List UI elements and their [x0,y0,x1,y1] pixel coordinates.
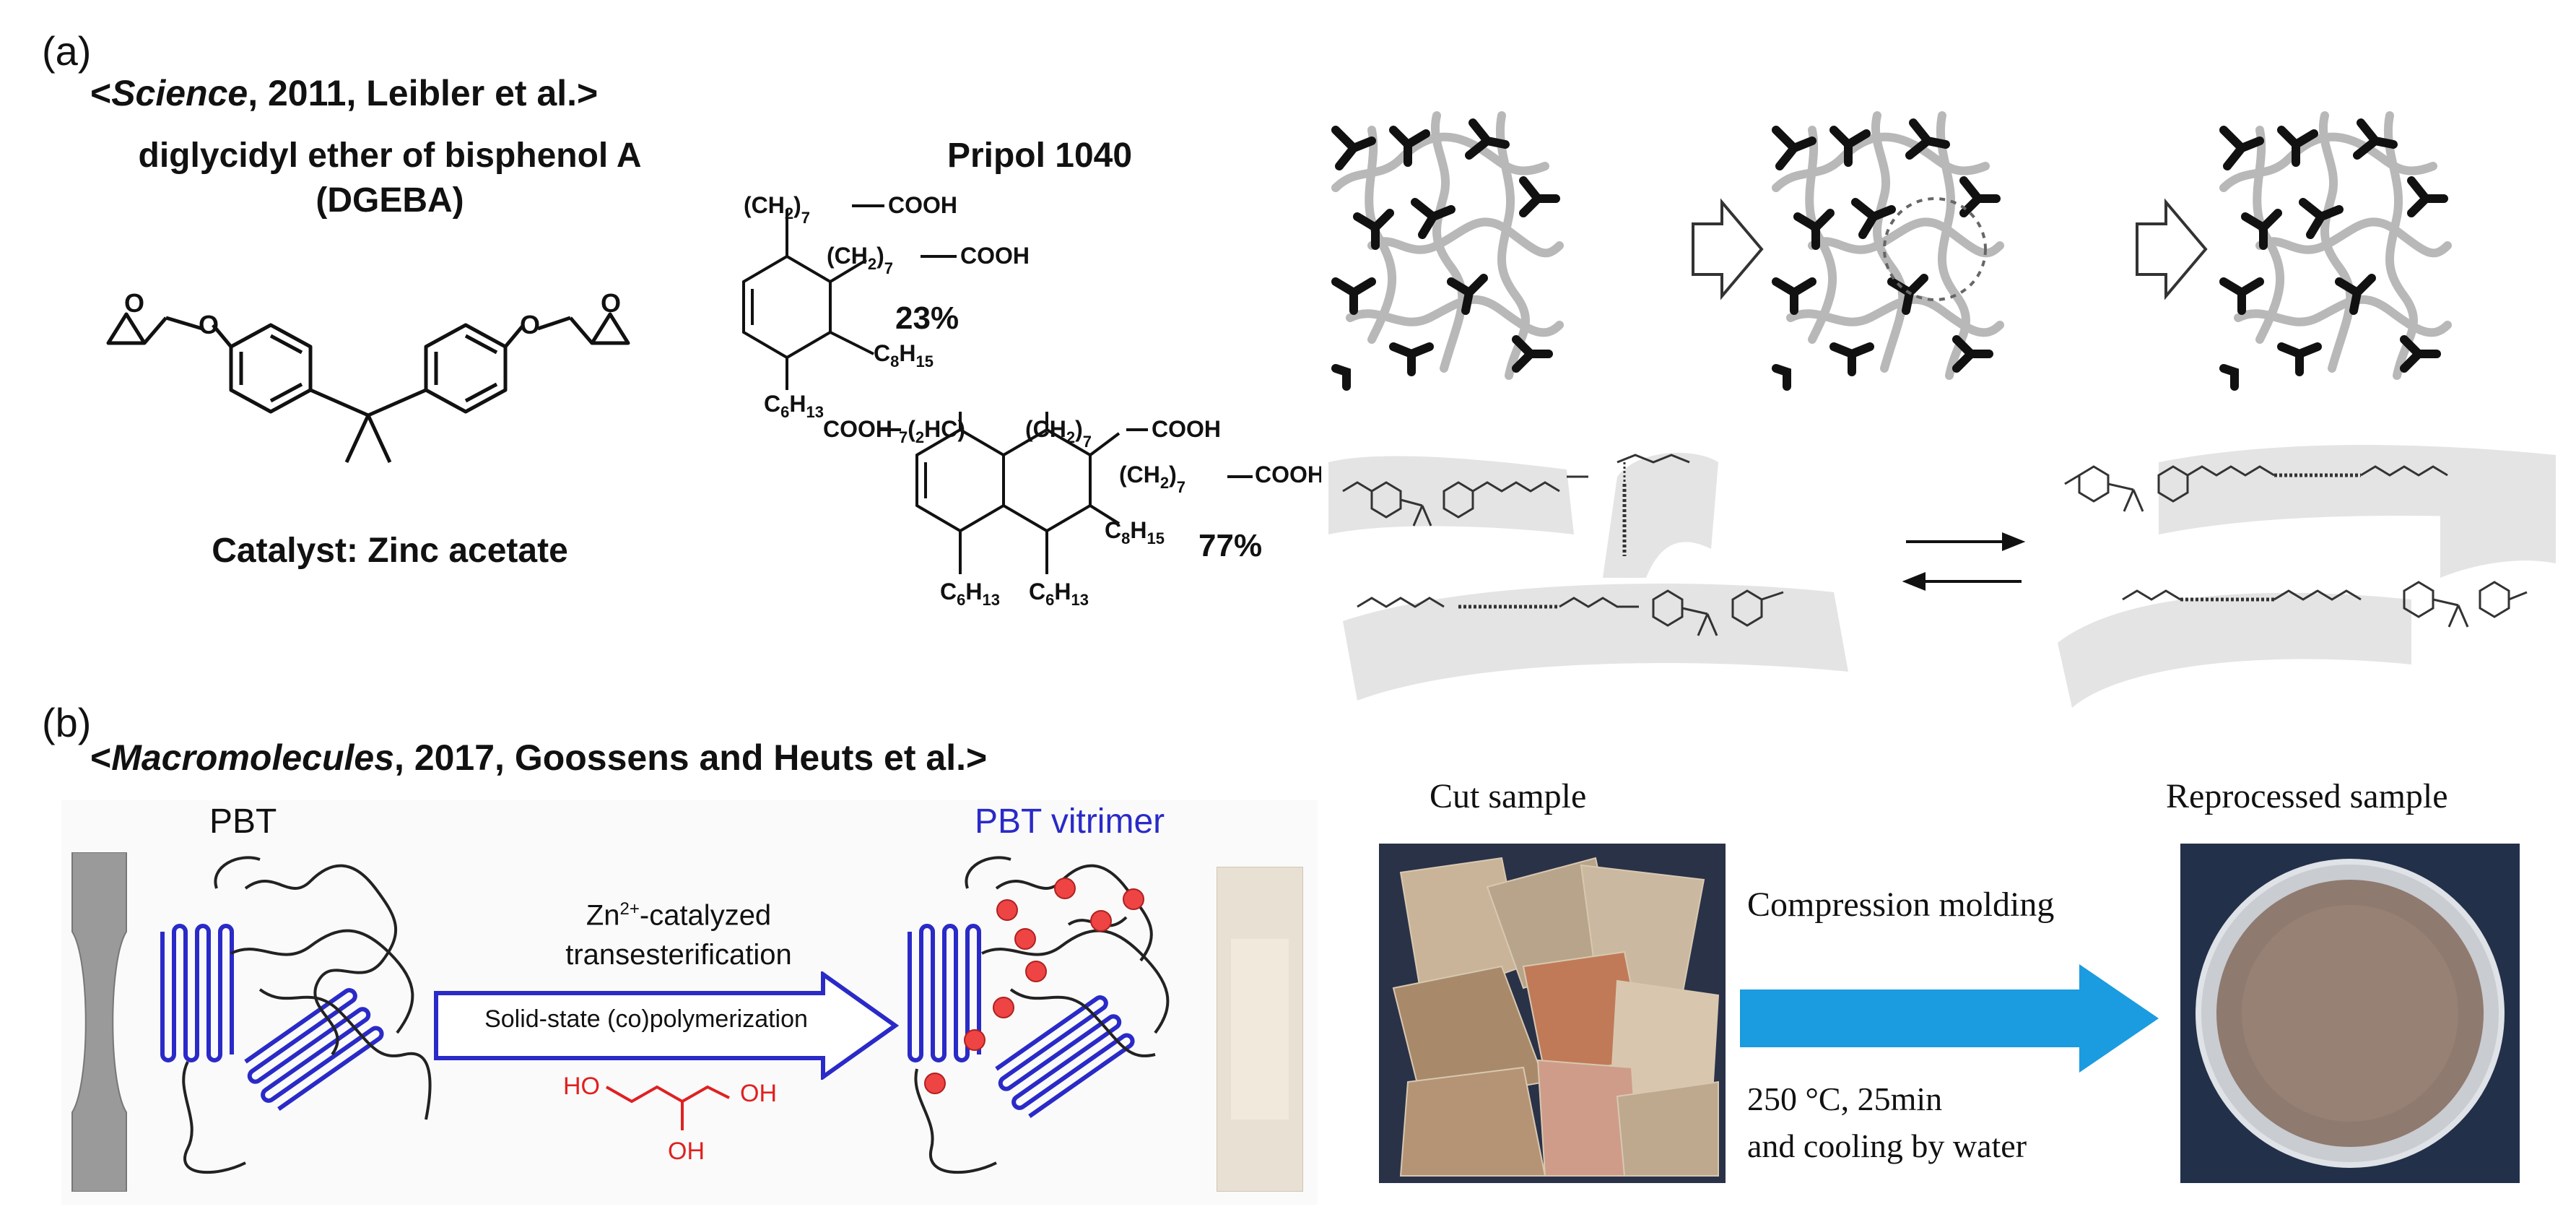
condition-cooling: and cooling by water [1747,1127,2027,1164]
pripol-ch2-3: (CH2)7 [1025,416,1092,451]
pripol-ch2-1: (CH2)7 [744,192,810,227]
dgeba-o1: O [124,288,144,318]
pripol-ch2-4: (CH2)7 [1119,462,1185,496]
dgeba-o4: O [601,288,621,318]
glycerol-oh-right: OH [740,1080,777,1107]
network-panel-2 [1776,116,2000,386]
cite-journal: Science [111,73,248,113]
equilibrium-arrows [1902,532,2026,591]
glycerol-structure: HO OH OH [563,1073,777,1165]
pripol-structure: (CH2)7 COOH (CH2)7 COOH C8H15 C6H13 23% … [742,192,1321,609]
pripol-cooh-5: COOH [1255,462,1321,488]
cite-rest: , 2011, Leibler et al.> [248,73,599,113]
exchange-circle [1883,197,1987,301]
vitrimer-chains [908,856,1170,1174]
network-arrow-2 [2136,198,2208,300]
panel-b-label: (b) [42,700,92,745]
pripol-title: Pripol 1040 [947,137,1133,175]
network-panel-1 [1336,116,1559,386]
vitrimer-specimen [1217,867,1303,1192]
transesterification-scheme [1328,445,2556,708]
pripol-c6h13-3: C6H13 [1029,579,1089,609]
pbt-label: PBT [209,802,277,841]
compression-arrow [1740,964,2159,1073]
pripol-c6h13-2: C6H13 [940,579,1000,609]
network-exchange-schematic [1328,101,2556,404]
pbt-amorphous-chains [182,856,432,1174]
dgeba-abbrev: (DGEBA) [316,181,464,220]
dgeba-o3: O [520,310,540,339]
pbt-dogbone-specimen [71,852,127,1192]
network-panel-3 [2224,116,2447,386]
network-arrow-1 [1692,198,1764,300]
transesterification-label: transesterification [565,939,792,971]
panel-a-label: (a) [42,28,92,74]
zn-catalyzed-label: Zn2+-catalyzed [586,899,772,932]
panel-a-citation: <Science, 2011, Leibler et al.> [90,72,598,114]
pbt-vitrimer-label: PBT vitrimer [975,802,1165,841]
cut-sample-label: Cut sample [1430,777,1587,815]
dgeba-o2: O [199,310,219,339]
dgeba-name: diglycidyl ether of bisphenol A [138,137,642,175]
solid-state-label: Solid-state (co)polymerization [484,1005,808,1033]
pripol-cooh-4: COOH [1152,416,1221,442]
pripol-cooh-2: COOH [960,243,1030,269]
pripol-pct-77: 77% [1198,528,1262,563]
pbt-chains [160,856,432,1174]
compression-molding-label: Compression molding [1747,885,2055,924]
pripol-cooh-1: COOH [888,192,957,218]
glycerol-ho: HO [563,1073,600,1100]
panel-b-citation: <Macromolecules, 2017, Goossens and Heut… [90,737,987,779]
cut-sample-photo [1379,844,1726,1183]
cite-open: < [90,73,112,113]
condition-temperature: 250 °C, 25min [1747,1080,1943,1117]
pripol-pct-23: 23% [895,300,959,336]
pripol-cooh-3: COOH [823,416,892,442]
cite-rest: , 2017, Goossens and Heuts et al.> [394,737,988,778]
vitrimer-lamellae-1 [908,924,981,1062]
pbt-lamellae-1 [160,924,234,1062]
pripol-c6h13-1: C6H13 [764,391,824,421]
cite-open: < [90,737,112,778]
glycerol-oh-bottom: OH [668,1138,705,1165]
pripol-c8h15-1: C8H15 [874,340,934,371]
crosslink-points [924,878,1144,1094]
reprocessed-sample-label: Reprocessed sample [2166,777,2448,815]
vitrimer-lamellae-2 [995,995,1135,1118]
catalyst-label: Catalyst: Zinc acetate [212,532,568,570]
dgeba-structure: O O O O [106,288,630,464]
reprocessed-sample-photo [2180,844,2520,1183]
pbt-lamellae-2 [244,988,384,1111]
pripol-c8h15-2: C8H15 [1105,517,1165,547]
solid-state-arrow[interactable] [433,971,902,1080]
cite-journal: Macromolecules [111,737,395,778]
pripol-ch2-2: (CH2)7 [827,243,893,277]
pripol-hc2: 7(2HC) [899,416,965,446]
